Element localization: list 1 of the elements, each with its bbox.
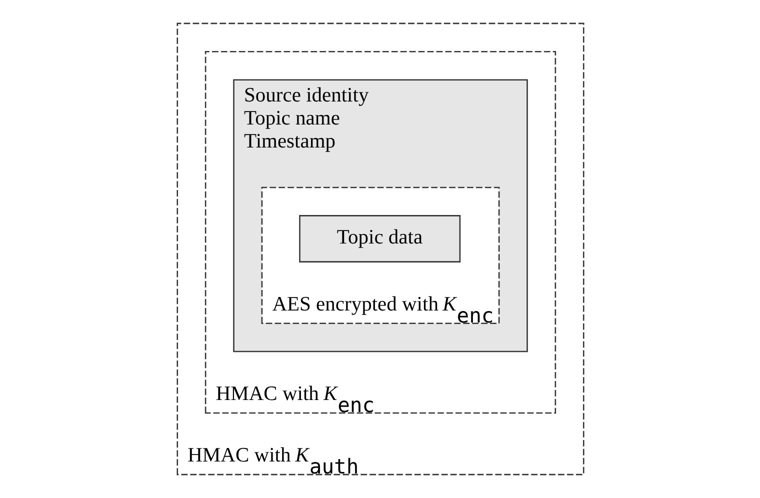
node-box: Topic data <box>298 215 460 262</box>
